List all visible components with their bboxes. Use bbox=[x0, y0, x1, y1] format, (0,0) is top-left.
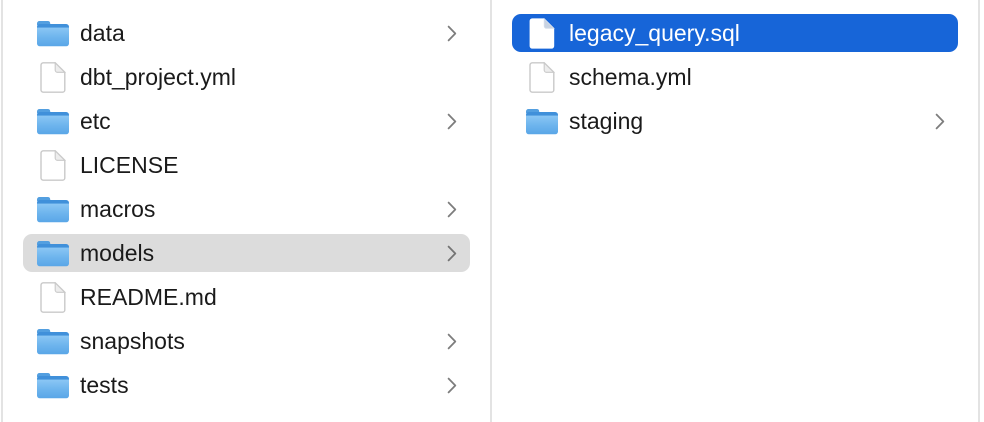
row-legacy-query-sql-selected[interactable]: legacy_query.sql bbox=[512, 14, 958, 52]
file-name: etc bbox=[80, 107, 111, 134]
chevron-right-icon bbox=[447, 245, 457, 262]
row-staging[interactable]: staging bbox=[512, 102, 958, 140]
chevron-right-icon bbox=[447, 377, 457, 394]
file-name: snapshots bbox=[80, 327, 185, 354]
folder-icon bbox=[36, 107, 70, 135]
document-icon bbox=[525, 61, 559, 93]
folder-icon bbox=[36, 19, 70, 47]
chevron-right-icon bbox=[447, 113, 457, 130]
folder-icon bbox=[36, 239, 70, 267]
column-models-contents: legacy_query.sql schema.yml staging bbox=[492, 0, 978, 422]
file-name: models bbox=[80, 239, 155, 266]
document-icon bbox=[36, 149, 70, 181]
column-divider bbox=[1, 0, 3, 422]
file-name: schema.yml bbox=[569, 63, 692, 90]
folder-icon bbox=[36, 195, 70, 223]
column-divider bbox=[490, 0, 492, 422]
chevron-right-icon bbox=[447, 201, 457, 218]
row-data[interactable]: data bbox=[23, 14, 470, 52]
folder-icon bbox=[36, 327, 70, 355]
row-snapshots[interactable]: snapshots bbox=[23, 322, 470, 360]
document-icon bbox=[36, 61, 70, 93]
chevron-right-icon bbox=[935, 113, 945, 130]
file-name: legacy_query.sql bbox=[569, 19, 740, 46]
row-dbt-project-yml[interactable]: dbt_project.yml bbox=[23, 58, 470, 96]
file-name: macros bbox=[80, 195, 156, 222]
row-macros[interactable]: macros bbox=[23, 190, 470, 228]
document-icon bbox=[36, 281, 70, 313]
row-schema-yml[interactable]: schema.yml bbox=[512, 58, 958, 96]
folder-icon bbox=[525, 107, 559, 135]
file-name: staging bbox=[569, 107, 644, 134]
file-name: dbt_project.yml bbox=[80, 63, 236, 90]
row-tests[interactable]: tests bbox=[23, 366, 470, 404]
chevron-right-icon bbox=[447, 25, 457, 42]
row-etc[interactable]: etc bbox=[23, 102, 470, 140]
row-readme-md[interactable]: README.md bbox=[23, 278, 470, 316]
file-name: tests bbox=[80, 371, 129, 398]
file-name: README.md bbox=[80, 283, 217, 310]
document-icon bbox=[525, 17, 559, 49]
file-name: LICENSE bbox=[80, 151, 179, 178]
right-margin bbox=[980, 0, 984, 422]
column-parent-directory: data dbt_project.yml etc LICENSE macros … bbox=[3, 0, 490, 422]
file-name: data bbox=[80, 19, 125, 46]
column-divider bbox=[978, 0, 980, 422]
row-models-selected[interactable]: models bbox=[23, 234, 470, 272]
chevron-right-icon bbox=[447, 333, 457, 350]
folder-icon bbox=[36, 371, 70, 399]
row-license[interactable]: LICENSE bbox=[23, 146, 470, 184]
